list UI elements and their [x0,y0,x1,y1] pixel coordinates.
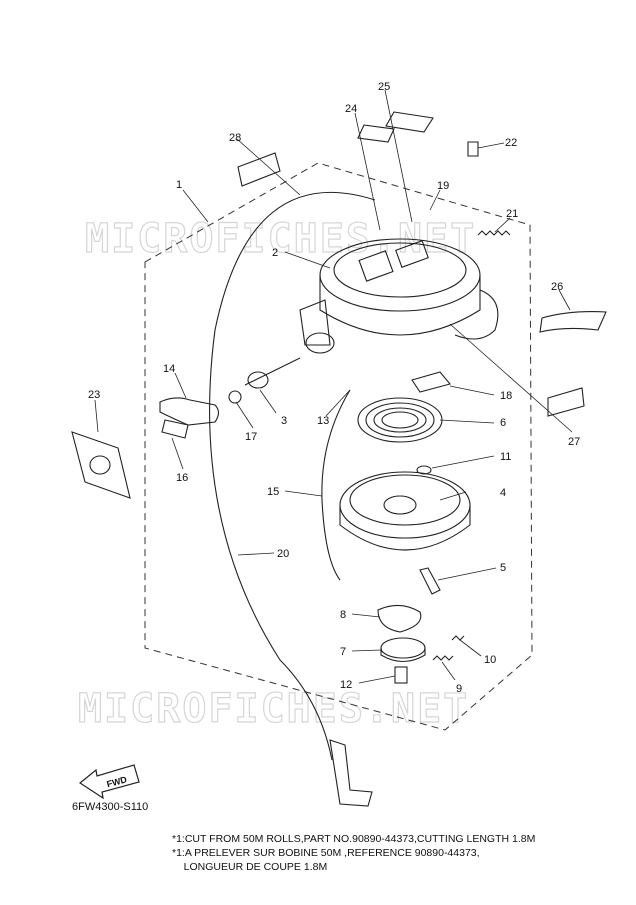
parts-linework [71,111,607,807]
callout-9: 9 [456,683,462,695]
callout-28: 28 [229,132,241,144]
footnote-fr: *1:A PRELEVER SUR BOBINE 50M ,REFERENCE … [172,847,480,859]
callout-numbers: 1 2 3 4 5 6 7 8 9 10 11 12 13 14 15 16 1… [88,81,580,695]
lock-bracket [411,371,451,393]
starter-handle [159,397,220,426]
callout-26: 26 [551,281,563,293]
reference-code: 6FW4300-S110 [72,801,149,813]
callout-14: 14 [163,363,175,375]
callout-4: 4 [500,487,506,499]
circlip [416,465,432,475]
drive-plate [377,604,422,633]
screw [467,141,479,157]
callout-13: 13 [317,415,329,427]
callout-20: 20 [277,548,289,560]
spiral-spring [357,397,443,443]
callout-6: 6 [500,417,506,429]
callout-23: 23 [88,389,100,401]
callout-11: 11 [500,451,511,463]
callout-12: 12 [340,679,352,691]
label-28 [237,152,281,187]
label-27 [547,387,585,417]
lock-spring [477,230,511,236]
label-24 [357,124,395,143]
callout-1: 1 [176,179,182,191]
callout-15: 15 [267,486,279,498]
fwd-arrow-icon: FWD [78,764,140,800]
callout-16: 16 [176,472,188,484]
footnotes: *1:CUT FROM 50M ROLLS,PART NO.90890-4437… [172,832,535,874]
callout-8: 8 [340,609,346,621]
footnote-en: *1:CUT FROM 50M ROLLS,PART NO.90890-4437… [172,833,536,845]
callout-3: 3 [281,415,287,427]
footnote-fr-cont: LONGUEUR DE COUPE 1.8M [172,861,328,873]
callout-25: 25 [378,81,390,93]
sheave-drum [339,471,471,539]
drive-cam [380,637,426,659]
callout-22: 22 [505,137,517,149]
watermark-bottom: MICROFICHES.NET [78,686,469,732]
callout-24: 24 [345,103,357,115]
pawl-spring [451,635,465,641]
callout-5: 5 [500,562,506,574]
callout-18: 18 [500,390,512,402]
grommet [71,431,131,499]
rope-guide [247,371,269,389]
label-26 [539,311,607,333]
callout-21: 21 [506,208,518,220]
callout-7: 7 [340,646,346,658]
bolt [394,666,408,684]
start-in-gear-cable [209,191,376,761]
callout-27: 27 [568,436,580,448]
drive-pawl [419,567,441,595]
callout-19: 19 [437,180,449,192]
callout-17: 17 [245,431,257,443]
watermark-top: MICROFICHES.NET [85,216,476,262]
callout-10: 10 [484,654,496,666]
label-25 [385,111,434,133]
assembly-boundary [144,162,533,731]
leader-lines [94,89,573,684]
callout-2: 2 [272,247,278,259]
return-spring [432,655,454,661]
